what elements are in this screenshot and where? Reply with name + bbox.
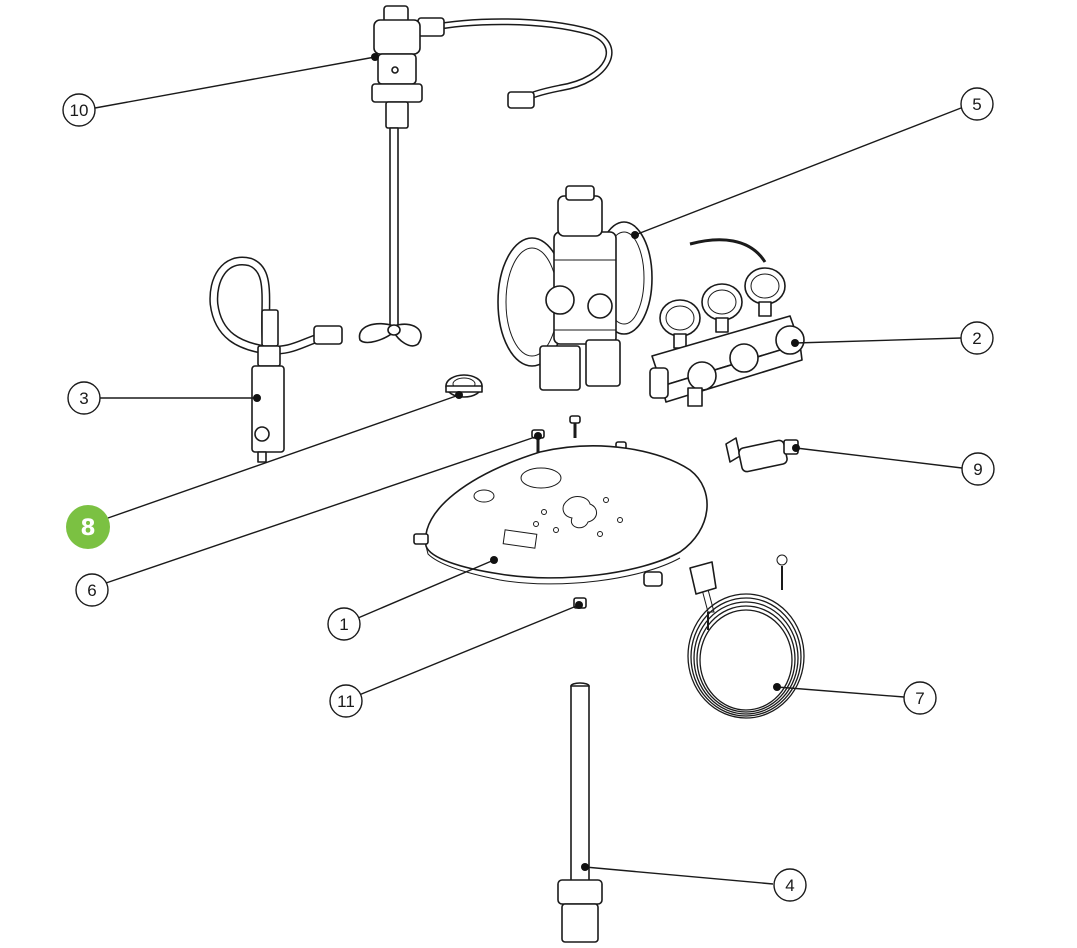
leader-lines (94, 53, 963, 885)
callout-4: 4 (773, 868, 807, 902)
part-9-quick-coupler (725, 437, 799, 473)
callout-1: 1 (327, 607, 361, 641)
callout-10: 10 (62, 93, 96, 127)
callout-5-label: 5 (972, 95, 981, 114)
callout-4-label: 4 (785, 876, 794, 895)
callout-1-label: 1 (339, 615, 348, 634)
callout-10-label: 10 (70, 101, 89, 120)
callout-8-label: 8 (80, 516, 95, 541)
callout-7: 7 (903, 681, 937, 715)
part-5-diaphragm-pump (497, 185, 653, 391)
part-3-hose-valve (209, 256, 343, 463)
callout-11: 11 (329, 684, 363, 718)
callout-9: 9 (961, 452, 995, 486)
part-2-gauge-manifold (649, 238, 805, 407)
callout-5: 5 (960, 87, 994, 121)
part-4-suction-tube (557, 682, 603, 943)
part-1-base-plate (413, 445, 708, 587)
callout-8-highlighted: 8 (66, 505, 110, 549)
callout-3: 3 (67, 381, 101, 415)
part-7-ground-cable (687, 554, 805, 719)
callout-2-label: 2 (972, 329, 981, 348)
callout-9-label: 9 (973, 460, 982, 479)
callout-3-label: 3 (79, 389, 88, 408)
callout-6-label: 6 (87, 581, 96, 600)
part-10-agitator (358, 5, 613, 347)
callout-2: 2 (960, 321, 994, 355)
callout-6: 6 (75, 573, 109, 607)
callout-7-label: 7 (915, 689, 924, 708)
part-8-cap (445, 374, 483, 398)
callout-11-label: 11 (337, 692, 355, 711)
